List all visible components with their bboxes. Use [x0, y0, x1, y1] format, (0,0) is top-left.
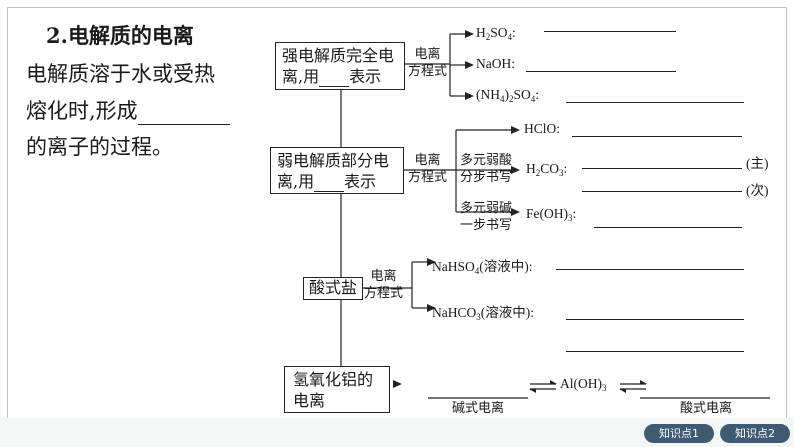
polyacid-base-label: 多元弱碱一步书写 [460, 201, 513, 233]
acidic-ionization-caption: 酸式电离 [680, 401, 733, 416]
h2co3-formula: H2CO3: [526, 161, 568, 178]
nahso4-blank [556, 268, 744, 270]
secondary-step-tag: (次) [746, 183, 769, 198]
feoh3-formula: Fe(OH)3: [526, 206, 577, 223]
feoh3-blank [594, 226, 742, 228]
section-heading: 2.电解质的电离 [46, 23, 194, 48]
hclo-blank [572, 135, 742, 137]
nahco3-blank-1 [566, 318, 744, 320]
intro-line-3: 的离子的过程。 [26, 135, 173, 159]
h2co3-blank-2 [582, 190, 742, 192]
blank-line [137, 104, 230, 125]
nahco3-blank-2 [566, 350, 744, 352]
naoh-formula: NaOH: [476, 56, 515, 71]
basic-ionization-caption: 碱式电离 [452, 401, 505, 416]
strong-electrolyte-box: 强电解质完全电 离,用表示 [275, 42, 405, 90]
knowledge-point-1-button[interactable]: 知识点1 [644, 424, 714, 443]
hclo-formula: HClO: [524, 121, 561, 136]
strong-box-line2: 离,用表示 [282, 67, 382, 87]
weak-electrolyte-box: 弱电解质部分电 离,用表示 [270, 147, 404, 194]
weak-label: 电离方程式 [408, 153, 448, 185]
nahso4-formula: NaHSO4(溶液中): [432, 259, 533, 276]
strong-box-line1: 强电解质完全电 [282, 46, 395, 65]
main-step-tag: (主) [746, 156, 769, 171]
acid-salt-label: 电离方程式 [364, 269, 404, 301]
nh4-2so4-formula: (NH4)2SO4: [476, 87, 540, 104]
nh4-2so4-blank [566, 101, 744, 103]
h2so4-formula: H2SO4: [476, 25, 516, 42]
intro-line-1: 电解质溶于水或受热 [26, 62, 215, 86]
knowledge-point-2-button[interactable]: 知识点2 [720, 424, 790, 443]
aluminum-hydroxide-box: 氢氧化铝的电离 [284, 366, 390, 413]
aloh3-formula: Al(OH)3 [560, 376, 607, 393]
acid-salt-box: 酸式盐 [303, 277, 363, 300]
intro-line-2: 熔化时,形成 [26, 95, 230, 125]
nahco3-formula: NaHCO3(溶液中): [432, 305, 534, 322]
weak-box-line1: 弱电解质部分电 [277, 151, 390, 170]
h2co3-blank-1 [582, 167, 742, 169]
h2so4-blank [544, 30, 676, 32]
strong-label: 电离方程式 [408, 47, 448, 79]
naoh-blank [526, 70, 676, 72]
weak-box-line2: 离,用表示 [277, 172, 377, 192]
polyprotic-acid-label: 多元弱酸分步书写 [460, 153, 513, 185]
